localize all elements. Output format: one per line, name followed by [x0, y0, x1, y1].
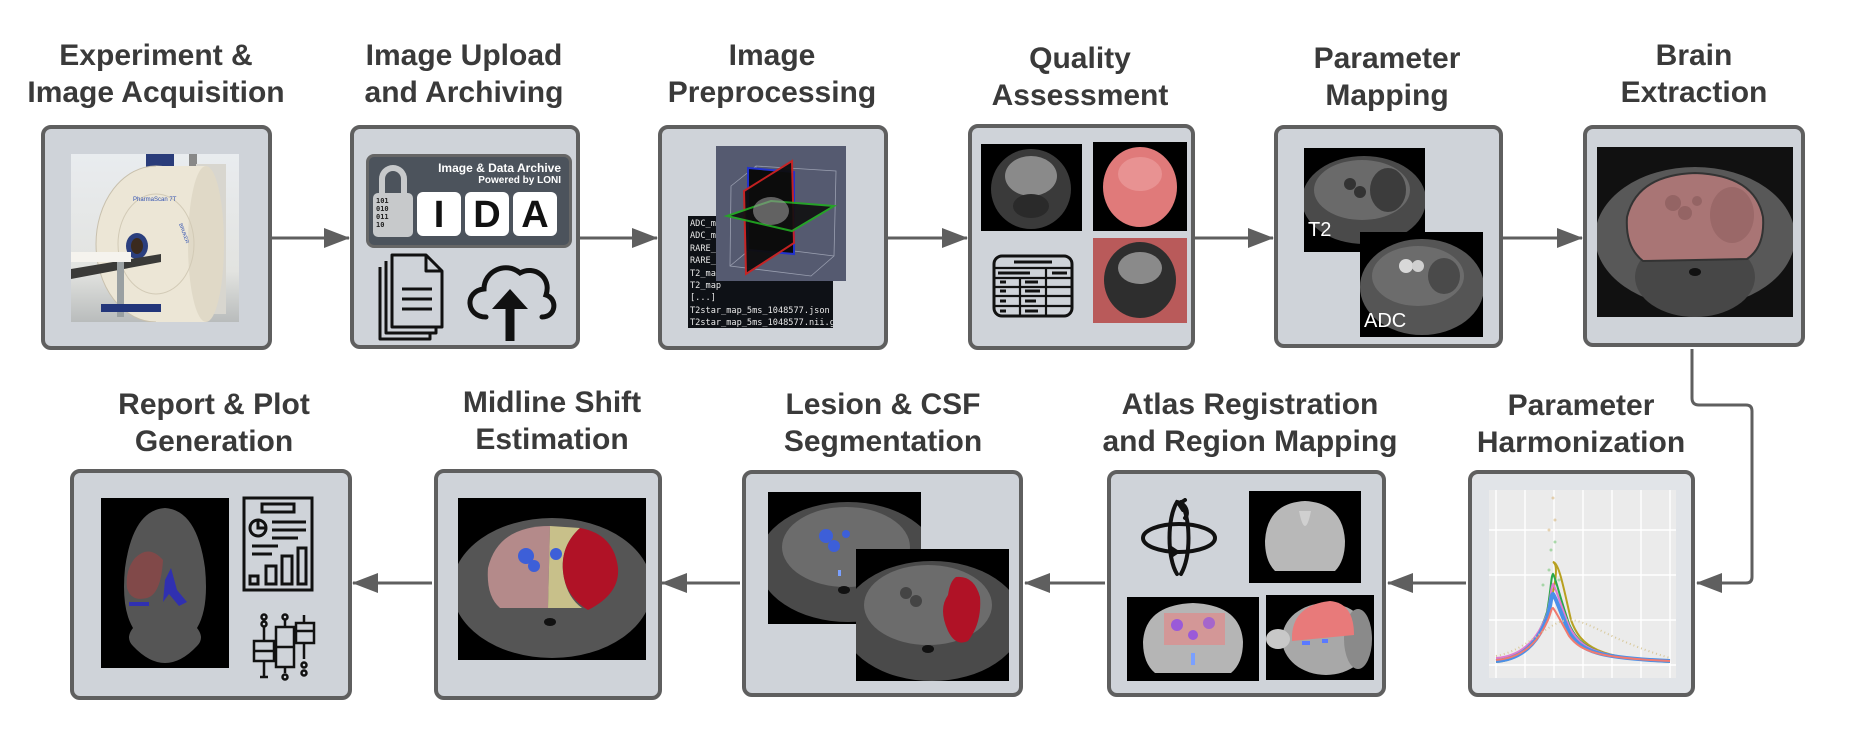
step-box-brain-extraction[interactable] [1583, 125, 1805, 347]
step-title-harmonization: Parameter Harmonization [1436, 387, 1726, 461]
step-box-param-mapping[interactable]: T2 ADC [1274, 125, 1503, 348]
title-line: Image Upload [365, 39, 563, 72]
step-title-brain-extraction: Brain Extraction [1544, 37, 1844, 111]
cloud-upload-icon [467, 265, 557, 341]
title-line: Report & Plot [118, 388, 310, 421]
scanner-model-label: PharmaScan 7T [133, 197, 177, 203]
title-line: Mapping [1325, 79, 1449, 112]
title-line: Quality [1029, 42, 1131, 75]
title-line: and Region Mapping [1102, 425, 1398, 458]
title-line: Segmentation [783, 425, 983, 458]
harmonization-density-plot [1489, 490, 1676, 678]
title-line: Parameter [1507, 389, 1655, 422]
boxplot-icon [252, 613, 316, 681]
step-title-quality: Quality Assessment [930, 40, 1230, 114]
title-line: Image [728, 39, 816, 72]
rotate-3d-icon [1141, 498, 1217, 576]
title-line: Brain [1655, 39, 1733, 72]
title-line: Extraction [1620, 76, 1768, 109]
step-box-experiment[interactable]: PharmaScan 7T BRUKER [41, 125, 272, 350]
step-box-upload[interactable]: 101 010 011 10 Image & Data Archive Powe… [350, 125, 580, 349]
atlas-template-image [1249, 491, 1361, 583]
qa-background-mask-image [1093, 238, 1187, 323]
adc-label: ADC [1364, 310, 1407, 332]
step-box-harmonization[interactable] [1468, 470, 1695, 697]
ida-letter-a: A [513, 192, 557, 236]
title-line: Atlas Registration [1121, 388, 1379, 421]
mri-scanner-photo: PharmaScan 7T BRUKER [71, 154, 239, 322]
file-list-line: ADC_ma [690, 219, 722, 229]
title-line: Midline Shift [462, 386, 642, 419]
step-box-quality[interactable] [968, 124, 1195, 350]
title-line: Image Acquisition [27, 76, 285, 109]
step-box-report[interactable] [70, 469, 352, 700]
file-list-line: T2star_map_5ms_1048577.json [690, 305, 830, 316]
file-list-line: T2_map [690, 268, 722, 279]
ida-title-text: Image & Data Archive [438, 161, 561, 175]
title-line: Generation [134, 425, 294, 458]
arrow-extraction-to-harmonization [1690, 349, 1754, 593]
ida-logo: 101 010 011 10 Image & Data Archive Powe… [366, 154, 572, 248]
file-list-line: T2star_map_5ms_1048577.nii.gz [690, 318, 833, 328]
title-line: Lesion & CSF [785, 388, 981, 421]
midline-shift-image [458, 498, 646, 660]
qa-raw-scan-image [981, 144, 1082, 231]
file-list-line: RARE_a [690, 256, 722, 267]
title-line: Experiment & [59, 39, 253, 72]
brain-3d-render-image [101, 498, 229, 668]
brain-binary-icon: 101 010 011 10 [373, 193, 413, 237]
t2-label: T2 [1308, 219, 1332, 241]
file-list-line: T2_map [690, 281, 722, 292]
brain-extraction-image [1597, 147, 1793, 317]
density-plot-svg [1489, 490, 1676, 678]
orthogonal-slices-3d-view [716, 146, 846, 281]
file-list-line: [...] [690, 293, 716, 304]
step-box-preprocessing[interactable]: ADC_ma ADC_ma RARE_a RARE_a T2_map T2_ma… [658, 125, 888, 350]
ida-letter-d: D [465, 192, 509, 236]
step-title-segmentation: Lesion & CSF Segmentation [733, 386, 1033, 460]
ida-subtitle-text: Powered by LONI [478, 175, 561, 186]
step-box-midline[interactable] [434, 469, 662, 700]
step-title-midline: Midline Shift Estimation [402, 384, 702, 458]
title-line: Assessment [991, 79, 1169, 112]
step-title-atlas: Atlas Registration and Region Mapping [1095, 386, 1405, 460]
step-title-param-mapping: Parameter Mapping [1237, 40, 1537, 114]
table-icon [992, 254, 1074, 318]
atlas-coronal-regions-image [1127, 597, 1259, 681]
adc-map-image: ADC [1360, 232, 1483, 337]
file-list-line: ADC_ma [690, 231, 722, 242]
step-title-preprocessing: Image Preprocessing [622, 37, 922, 111]
step-title-report: Report & Plot Generation [64, 386, 364, 460]
step-title-experiment: Experiment & Image Acquisition [0, 37, 312, 111]
lesion-segmentation-image [856, 549, 1009, 681]
report-document-icon [242, 496, 314, 592]
title-line: Parameter [1313, 42, 1461, 75]
title-line: Estimation [475, 423, 629, 456]
step-title-upload: Image Upload and Archiving [314, 37, 614, 111]
atlas-sagittal-regions-image [1266, 595, 1374, 680]
lock-icon [379, 165, 407, 195]
title-line: and Archiving [364, 76, 564, 109]
title-line: Harmonization [1476, 426, 1686, 459]
step-box-atlas[interactable] [1107, 470, 1386, 697]
ida-letter-i: I [417, 192, 461, 236]
documents-icon [378, 253, 444, 341]
qa-mask-overlay-image [1093, 142, 1187, 231]
step-box-segmentation[interactable] [742, 470, 1023, 697]
file-list-line: RARE_a [690, 243, 722, 254]
title-line: Preprocessing [667, 76, 877, 109]
